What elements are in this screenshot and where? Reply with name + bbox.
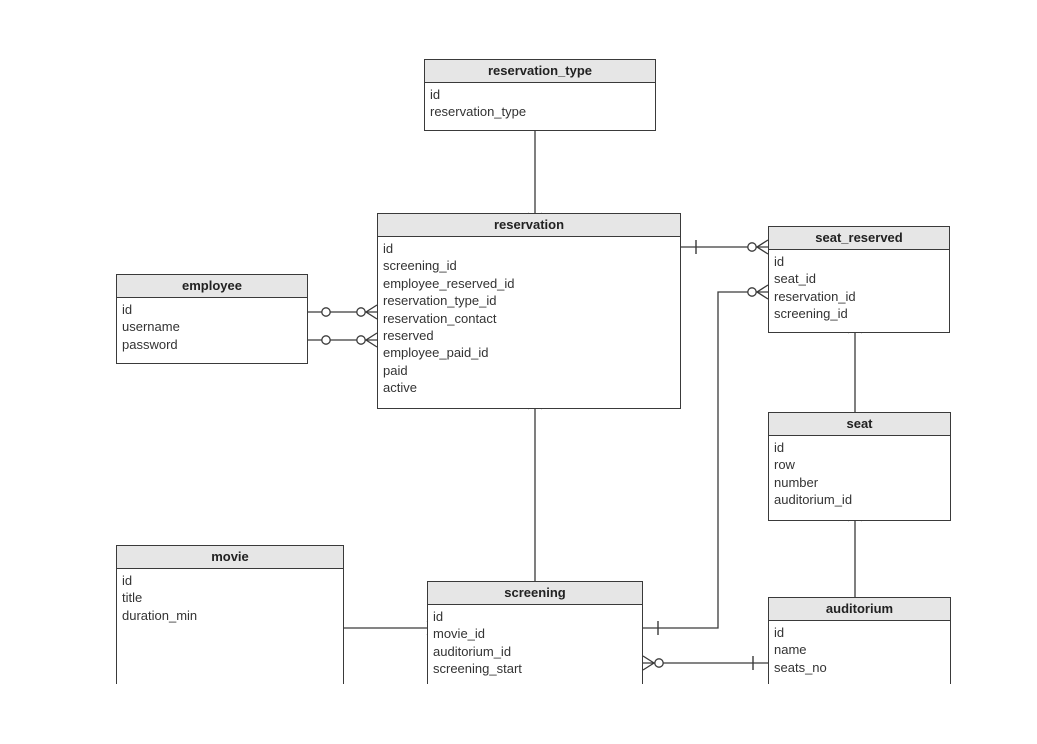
field: id	[430, 87, 441, 102]
field: movie_id	[433, 626, 486, 642]
relationship-connector	[527, 388, 543, 597]
field: id	[122, 573, 133, 588]
cardinality-many-crowfoot	[755, 239, 769, 255]
field: seat_id	[774, 271, 816, 287]
entity-title: movie	[117, 546, 343, 569]
field: reserved	[383, 327, 434, 343]
relationship-connector	[643, 284, 769, 635]
cardinality-zero-circle	[321, 335, 331, 345]
cardinality-many-crowfoot	[364, 332, 378, 348]
cardinality-many-crowfoot	[364, 304, 378, 320]
field: employee_paid_id	[383, 345, 489, 361]
field-list: id row number auditorium_id	[769, 436, 950, 509]
field-list: id username password	[117, 298, 307, 353]
field-list: id seat_id reservation_id screening_id	[769, 250, 949, 323]
cardinality-zero-circle	[356, 335, 366, 345]
field: reservation_type	[430, 104, 527, 120]
entity-title: seat_reserved	[769, 227, 949, 250]
entity-title: seat	[769, 413, 950, 436]
field-list: id name seats_no	[769, 621, 950, 676]
field: duration_min	[122, 607, 198, 623]
field-list: id title duration_min	[117, 569, 343, 624]
relationship-connector	[308, 304, 378, 320]
field: id	[774, 440, 785, 455]
entity-title: reservation	[378, 214, 680, 237]
entity-seat-reserved[interactable]: seat_reserved id seat_id reservation_id …	[768, 226, 950, 333]
field: seats_no	[774, 659, 827, 675]
field: auditorium_id	[774, 492, 853, 508]
entity-auditorium[interactable]: auditorium id name seats_no	[768, 597, 951, 684]
cardinality-zero-circle	[654, 658, 664, 668]
field: screening_start	[433, 661, 522, 677]
relationship-connector	[681, 239, 769, 255]
field: reservation_id	[774, 288, 856, 304]
entity-movie[interactable]: movie id title duration_min	[116, 545, 344, 684]
cardinality-many-crowfoot	[642, 655, 656, 671]
field-list: id reservation_type	[425, 83, 655, 121]
field: id	[433, 609, 444, 624]
field: screening_id	[383, 258, 457, 274]
field: username	[122, 319, 180, 335]
entity-title: auditorium	[769, 598, 950, 621]
field: number	[774, 474, 819, 490]
relationship-line	[643, 291, 768, 629]
cardinality-many-crowfoot	[755, 284, 769, 300]
entity-reservation-type[interactable]: reservation_type id reservation_type	[424, 59, 656, 131]
field: employee_reserved_id	[383, 275, 515, 291]
entity-title: employee	[117, 275, 307, 298]
entity-seat[interactable]: seat id row number auditorium_id	[768, 412, 951, 521]
cardinality-zero-circle	[747, 287, 757, 297]
field: id	[122, 302, 133, 317]
entity-reservation[interactable]: reservation id screening_id employee_res…	[377, 213, 681, 409]
field: screening_id	[774, 306, 848, 322]
field: paid	[383, 362, 408, 378]
field-list: id movie_id auditorium_id screening_star…	[428, 605, 642, 678]
field: title	[122, 590, 143, 606]
field: id	[383, 241, 394, 256]
field: reservation_contact	[383, 310, 497, 326]
field-list: id screening_id employee_reserved_id res…	[378, 237, 680, 397]
field: name	[774, 642, 807, 658]
field: id	[774, 254, 785, 269]
field: row	[774, 457, 795, 473]
relationship-connector	[308, 332, 378, 348]
field: active	[383, 380, 417, 396]
relationship-connector	[642, 655, 768, 671]
cardinality-zero-circle	[321, 307, 331, 317]
field: reservation_type_id	[383, 293, 497, 309]
entity-screening[interactable]: screening id movie_id auditorium_id scre…	[427, 581, 643, 684]
cardinality-zero-circle	[747, 242, 757, 252]
field: auditorium_id	[433, 643, 512, 659]
field: id	[774, 625, 785, 640]
cardinality-zero-circle	[356, 307, 366, 317]
entity-title: reservation_type	[425, 60, 655, 83]
field: password	[122, 336, 178, 352]
entity-title: screening	[428, 582, 642, 605]
entity-employee[interactable]: employee id username password	[116, 274, 308, 364]
